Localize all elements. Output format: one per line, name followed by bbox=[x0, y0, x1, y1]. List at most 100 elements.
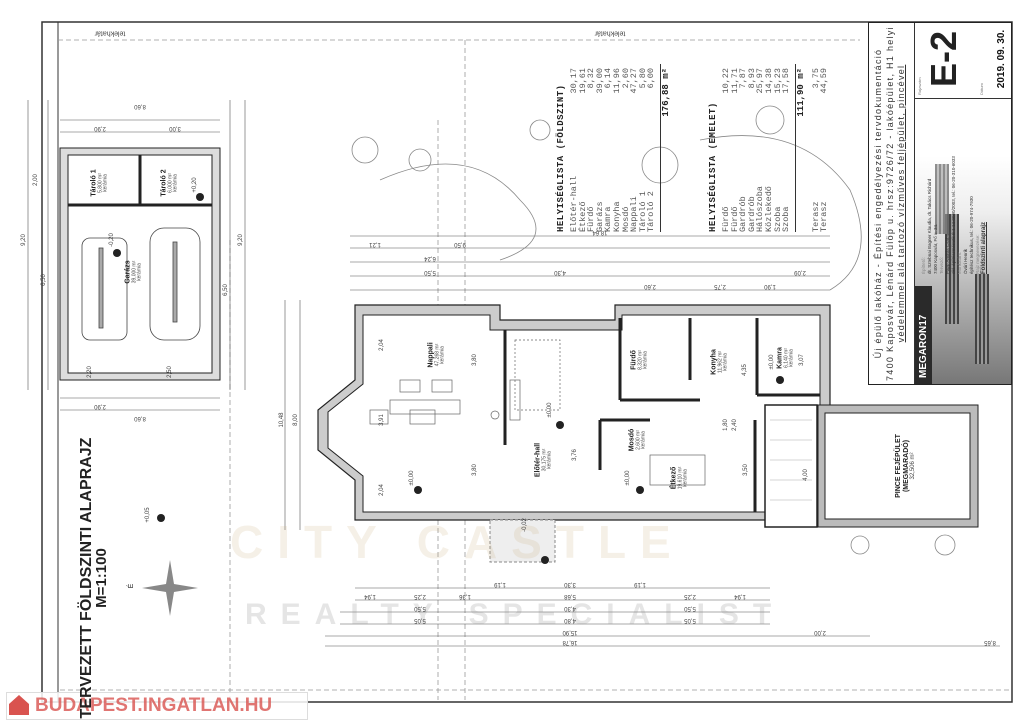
level-label: ±0,00 bbox=[769, 354, 775, 370]
dimension-label: 8,65 bbox=[984, 639, 996, 645]
level-label: ±0,00 bbox=[409, 470, 415, 486]
sheet-frame bbox=[41, 21, 1013, 703]
project-line: Új épülő lakóház - Építési engedélyezési… bbox=[873, 48, 883, 359]
dimension-label: 2,25 bbox=[414, 593, 426, 599]
trees bbox=[351, 105, 956, 556]
room-area: 6,00 bbox=[646, 68, 657, 89]
room-floor: kerámia bbox=[642, 351, 649, 369]
watermark-realty-specialist: REALTY SPECIALIST bbox=[245, 598, 786, 631]
project-line: 7400 Kaposvár, Lénárd Fülöp u. hrsz:9726… bbox=[884, 26, 895, 381]
room-floor: kerámia bbox=[439, 346, 446, 364]
level-marker-icons bbox=[113, 193, 784, 564]
site-watermark: BUDAPEST.INGATLAN.HU bbox=[6, 692, 308, 720]
brand-logo: MEGARON17 bbox=[915, 286, 932, 384]
list-item: Tároló 2 6,00 bbox=[646, 64, 657, 232]
dimension-label: 3,76 bbox=[572, 449, 578, 461]
dimension-label: 4,80 bbox=[564, 617, 576, 623]
level-label: +0,05 bbox=[145, 507, 151, 523]
level-label: -0,20 bbox=[109, 233, 115, 247]
dimension-label: 2,00 bbox=[33, 174, 39, 186]
date-label: Dátum bbox=[979, 83, 984, 95]
dimension-label: 2,25 bbox=[684, 593, 696, 599]
level-label: -0,02 bbox=[522, 518, 528, 532]
garage-building bbox=[59, 147, 221, 381]
room-floor: kerámia bbox=[788, 349, 795, 367]
dimension-label: 15,90 bbox=[562, 629, 578, 635]
room-list-total: 176,88 m² bbox=[659, 64, 671, 232]
dimension-label: 6,50 bbox=[223, 284, 229, 296]
dimension-label: 3,30 bbox=[564, 581, 576, 587]
dimension-label: 8,60 bbox=[134, 103, 146, 109]
drawing-name: Földszinti alaprajz bbox=[981, 221, 987, 274]
room-name: Tároló 2 bbox=[646, 191, 657, 232]
north-arrow-icon bbox=[142, 560, 198, 616]
sheet-label: Rajzszám bbox=[917, 77, 922, 95]
project-line: védelemmel alá tartozó vízműves feljépül… bbox=[896, 64, 906, 343]
site-watermark-text: BUDAPEST.INGATLAN.HU bbox=[35, 695, 273, 716]
room-list-total: 111,90 m² bbox=[794, 64, 806, 232]
dimension-label: 9,50 bbox=[454, 241, 466, 247]
house-logo-icon bbox=[9, 695, 29, 715]
dimension-label: 5,68 bbox=[564, 593, 576, 599]
watermark-city-castle: CITY CASTLE bbox=[230, 516, 685, 568]
room-label-pince: PINCE FEJÉPÜLET(MEGMARADÓ)32,506 m² bbox=[895, 434, 917, 498]
dimension-label: 4,30 bbox=[564, 605, 576, 611]
room-area: 17,58 bbox=[781, 68, 792, 94]
dimension-label: 2,20 bbox=[87, 366, 93, 378]
room-floor: kerámia bbox=[682, 469, 689, 487]
dimension-label: 5,50 bbox=[424, 269, 436, 275]
dimension-label: 1,36 bbox=[459, 593, 471, 599]
sheet-code-box: Rajzszám E-2 Dátum 2019. 09. 30. bbox=[915, 22, 1012, 99]
plot-boundary-label: telekhatár bbox=[94, 29, 126, 37]
level-label: ±0,00 bbox=[625, 470, 631, 486]
dimension-label: 9,20 bbox=[21, 234, 27, 246]
north-label: É bbox=[128, 583, 136, 589]
level-label: ±0,00 bbox=[547, 402, 553, 418]
dimension-label: 10,48 bbox=[279, 412, 285, 428]
room-list-title: HELYISÉGLISTA (FÖLDSZINT) bbox=[556, 84, 566, 232]
room-area: 32,506 m² bbox=[910, 452, 917, 480]
plot-boundary-label: telekhatár bbox=[594, 29, 626, 37]
dimension-label: 3,50 bbox=[743, 464, 749, 476]
room-floor: kerámia bbox=[640, 431, 647, 449]
drawing-scale: M=1:100 bbox=[92, 548, 110, 608]
dimension-label: 3,91 bbox=[379, 414, 385, 426]
dimension-label: 3,80 bbox=[472, 354, 478, 366]
dimension-label: 5,05 bbox=[684, 617, 696, 623]
sheet-date: 2019. 09. 30. bbox=[996, 29, 1007, 89]
sheet-number: E-2 bbox=[923, 30, 964, 88]
room-floor: kerámia bbox=[722, 353, 729, 371]
dimension-label: 1,19 bbox=[634, 581, 646, 587]
dimension-label: 5,05 bbox=[414, 617, 426, 623]
dimension-lines bbox=[27, 100, 1000, 647]
dimension-label: 8,60 bbox=[134, 415, 146, 421]
main-house bbox=[317, 304, 831, 563]
room-name: PINCE FEJÉPÜLET bbox=[895, 434, 903, 498]
project-description: Új épülő lakóház - Építési engedélyezési… bbox=[869, 23, 915, 384]
dimension-label: 9,20 bbox=[238, 234, 244, 246]
dimension-label: 1,21 bbox=[369, 241, 381, 247]
dimension-label: 2,60 bbox=[644, 283, 656, 289]
dimension-label: 4,30 bbox=[554, 269, 566, 275]
project-info: Építtető: dr. Sztebnai Bagner Klaudia, d… bbox=[921, 104, 987, 274]
room-name: Terasz bbox=[819, 201, 830, 232]
dimension-label: 3,80 bbox=[472, 464, 478, 476]
room-name: Szoba bbox=[781, 206, 792, 232]
dimension-label: 2,40 bbox=[732, 419, 738, 431]
room-floor: kerámia bbox=[136, 263, 143, 281]
dimension-label: 2,90 bbox=[94, 125, 106, 131]
room-name-sub: (MEGMARADÓ) bbox=[902, 439, 910, 493]
dimension-label: 16,78 bbox=[562, 639, 578, 645]
dimension-label: 6,24 bbox=[424, 255, 436, 261]
dimension-label: 5,50 bbox=[414, 605, 426, 611]
dimension-label: 6,50 bbox=[41, 274, 47, 286]
